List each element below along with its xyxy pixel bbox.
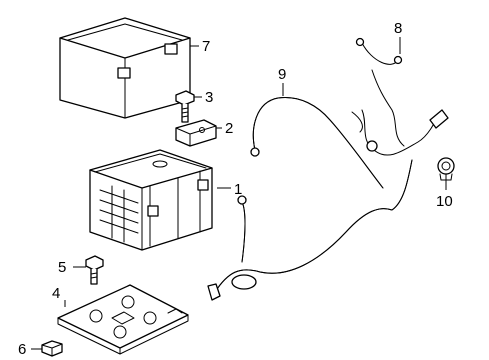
callout-1: 1 xyxy=(234,181,242,198)
small-clip xyxy=(41,340,63,357)
callout-8: 8 xyxy=(394,20,402,37)
callout-5: 5 xyxy=(58,259,66,276)
positive-cable-harness xyxy=(207,37,449,301)
negative-cable xyxy=(250,97,384,189)
callout-4: 4 xyxy=(52,285,60,302)
callout-7: 7 xyxy=(202,38,210,55)
battery xyxy=(89,149,213,251)
callout-6: 6 xyxy=(18,341,26,358)
callout-2: 2 xyxy=(225,120,233,137)
hold-down-clamp xyxy=(175,119,217,147)
tray-bolt xyxy=(85,255,104,285)
callout-9: 9 xyxy=(278,66,286,83)
battery-tray xyxy=(57,284,189,355)
callout-3: 3 xyxy=(205,89,213,106)
leader-lines xyxy=(31,37,447,350)
battery-insulator-box xyxy=(59,17,191,119)
callout-10: 10 xyxy=(436,193,453,210)
hold-down-bolt xyxy=(175,90,195,123)
